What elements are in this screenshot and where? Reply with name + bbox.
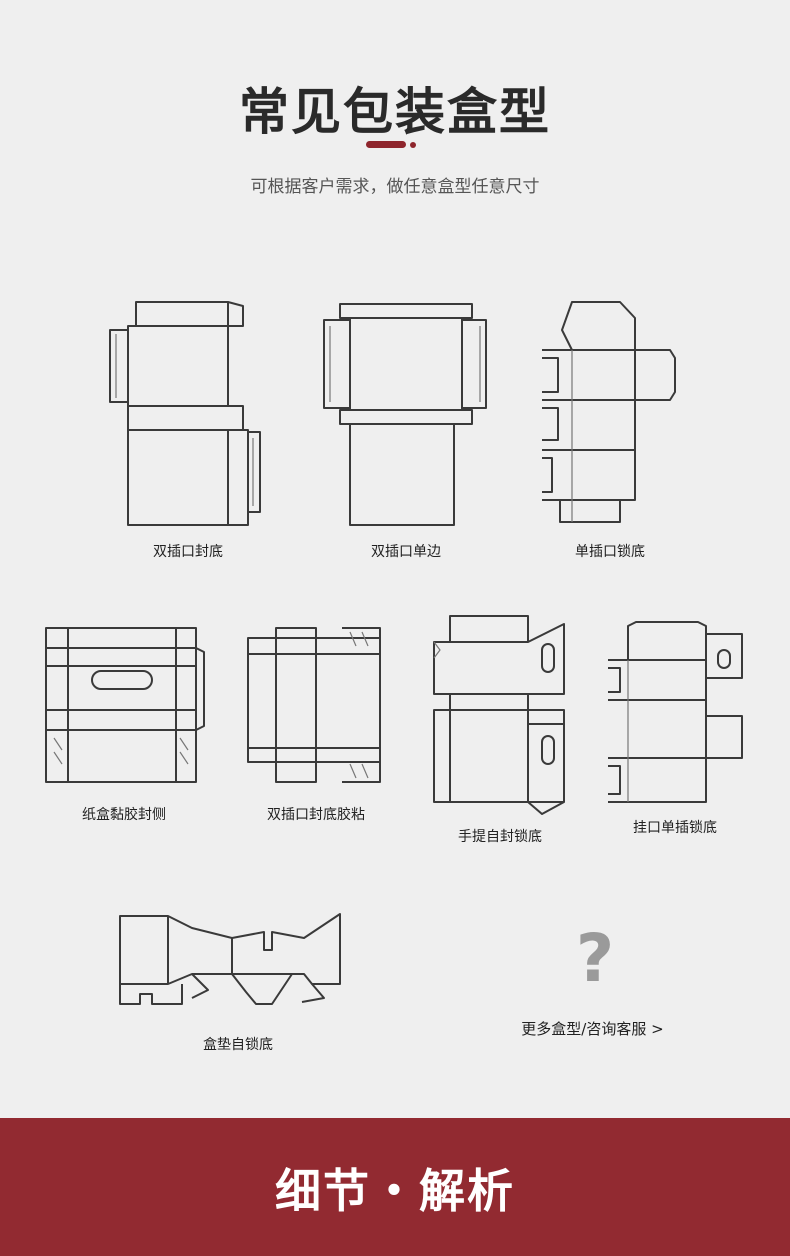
box-diagram-tray-self-lock-bottom	[112, 912, 344, 1008]
box-diagram-hang-tab-single-tuck-lock	[606, 620, 750, 806]
page-subtitle: 可根据客户需求，做任意盒型任意尺寸	[250, 177, 540, 197]
box-diagram-single-tuck-lock-bottom	[540, 300, 680, 530]
box-diagram-double-tuck-glued-bottom	[246, 626, 386, 786]
box-label-1: 双插口封底	[153, 544, 223, 560]
box-diagram-handle-lock-bottom	[432, 614, 568, 816]
page-title: 常见包装盒型	[239, 83, 551, 141]
box-diagram-double-tuck-single-side	[322, 300, 490, 530]
box-label-8: 盒垫自锁底	[203, 1037, 273, 1053]
box-label-5: 双插口封底胶粘	[267, 807, 365, 823]
box-diagram-glued-side-seal	[44, 626, 205, 786]
footer-banner	[0, 1118, 790, 1256]
footer-title: 细节・解析	[275, 1164, 515, 1218]
question-mark-icon: ?	[575, 920, 615, 997]
title-underline-dot	[410, 142, 416, 148]
box-label-6: 手提自封锁底	[458, 829, 542, 845]
box-diagram-double-tuck-sealed-bottom	[108, 300, 268, 530]
box-label-2: 双插口单边	[371, 544, 441, 560]
box-label-7: 挂口单插锁底	[633, 820, 717, 836]
box-label-3: 单插口锁底	[575, 544, 645, 560]
box-label-4: 纸盒黏胶封侧	[82, 807, 166, 823]
more-box-types-link[interactable]: 更多盒型/咨询客服 >	[521, 1020, 664, 1038]
title-underline	[366, 141, 406, 148]
